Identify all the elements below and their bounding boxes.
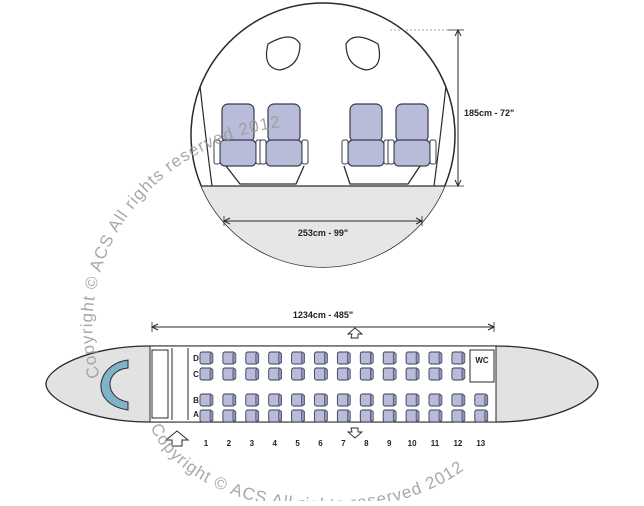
seat-grid xyxy=(199,351,489,423)
seat-back xyxy=(392,410,397,422)
seat-back xyxy=(255,410,260,422)
left-seat-legs xyxy=(225,165,305,185)
row-number-12: 12 xyxy=(453,439,462,448)
right-seat-legs xyxy=(343,165,421,185)
right-window-seat xyxy=(387,103,437,167)
wc-label: WC xyxy=(475,356,489,365)
left-overhead-bin xyxy=(265,36,301,71)
seat-back xyxy=(278,368,283,380)
lavatory xyxy=(469,349,495,383)
seat-back xyxy=(324,368,328,380)
cross-section-seats xyxy=(213,103,437,167)
seat-letter-c: C xyxy=(193,370,199,379)
seat-back xyxy=(461,352,466,364)
seat-back xyxy=(324,352,328,364)
cabin-height-label: 185cm - 72" xyxy=(464,108,514,118)
seat-back xyxy=(415,410,420,422)
right-cabin-wall xyxy=(433,85,447,187)
seat-back xyxy=(232,352,237,364)
seat-back xyxy=(255,352,260,364)
seat-back xyxy=(209,368,214,380)
seat-back xyxy=(369,394,374,406)
right-overhead-bin xyxy=(345,36,381,71)
seat-back xyxy=(415,368,420,380)
seat-back xyxy=(461,410,466,422)
seat-back xyxy=(438,410,443,422)
seat-back xyxy=(301,410,305,422)
seat-back xyxy=(232,410,237,422)
row-number-9: 9 xyxy=(387,439,392,448)
seat-back xyxy=(438,352,443,364)
row-number-1: 1 xyxy=(204,439,209,448)
cabin-length-label: 1234cm - 485" xyxy=(293,310,353,320)
seat-back xyxy=(347,410,351,422)
seat-back xyxy=(438,368,443,380)
seat-back xyxy=(232,394,237,406)
seat-back xyxy=(392,368,397,380)
row-number-3: 3 xyxy=(250,439,255,448)
row-number-5: 5 xyxy=(295,439,300,448)
exit-arrow-bottom-icon xyxy=(346,427,364,439)
seat-back xyxy=(324,394,328,406)
seat-letter-d: D xyxy=(193,354,199,363)
seat-back xyxy=(347,394,351,406)
seat-back xyxy=(484,394,489,406)
row-number-8: 8 xyxy=(364,439,369,448)
row-number-6: 6 xyxy=(318,439,323,448)
seat-back xyxy=(484,410,489,422)
seat-back xyxy=(278,394,283,406)
cockpit-window-icon xyxy=(100,359,129,411)
seat-back xyxy=(369,368,374,380)
seat-back xyxy=(301,368,305,380)
seat-back xyxy=(392,352,397,364)
seat-back xyxy=(369,352,374,364)
seat-back xyxy=(278,352,283,364)
row-number-11: 11 xyxy=(431,439,440,448)
seat-back xyxy=(301,394,305,406)
main-door-arrow-icon xyxy=(164,430,190,447)
seat-back xyxy=(461,368,466,380)
seat-back xyxy=(324,410,328,422)
seat-back xyxy=(415,394,420,406)
copyright-watermark-lower: Copyright © ACS All rights reserved 2012 xyxy=(147,420,468,501)
row-number-4: 4 xyxy=(272,439,277,448)
seat-back xyxy=(347,368,351,380)
seat-back xyxy=(392,394,397,406)
seat-back xyxy=(255,368,260,380)
seat-back xyxy=(209,394,214,406)
seat-back xyxy=(438,394,443,406)
row-number-2: 2 xyxy=(227,439,232,448)
galley-area xyxy=(151,349,169,419)
right-aisle-seat xyxy=(341,103,391,167)
seat-back xyxy=(209,352,214,364)
seat-letter-b: B xyxy=(193,396,199,405)
seat-back xyxy=(278,410,283,422)
row-number-13: 13 xyxy=(476,439,485,448)
seat-back xyxy=(415,352,420,364)
seat-back xyxy=(209,410,214,422)
seat-back xyxy=(369,410,374,422)
row-number-10: 10 xyxy=(408,439,417,448)
seat-back xyxy=(232,368,237,380)
seat-letter-a: A xyxy=(193,410,199,419)
seat-back xyxy=(461,394,466,406)
seat-back xyxy=(255,394,260,406)
left-cabin-wall xyxy=(199,85,213,187)
left-window-seat xyxy=(213,103,263,167)
exit-arrow-top-icon xyxy=(346,327,364,339)
left-aisle-seat xyxy=(259,103,309,167)
cabin-cross-section: 185cm - 72" 253cm - 99" xyxy=(190,2,514,268)
seat-back xyxy=(347,352,351,364)
seat-back xyxy=(301,352,305,364)
cabin-width-label: 253cm - 99" xyxy=(298,228,348,238)
row-number-7: 7 xyxy=(341,439,346,448)
